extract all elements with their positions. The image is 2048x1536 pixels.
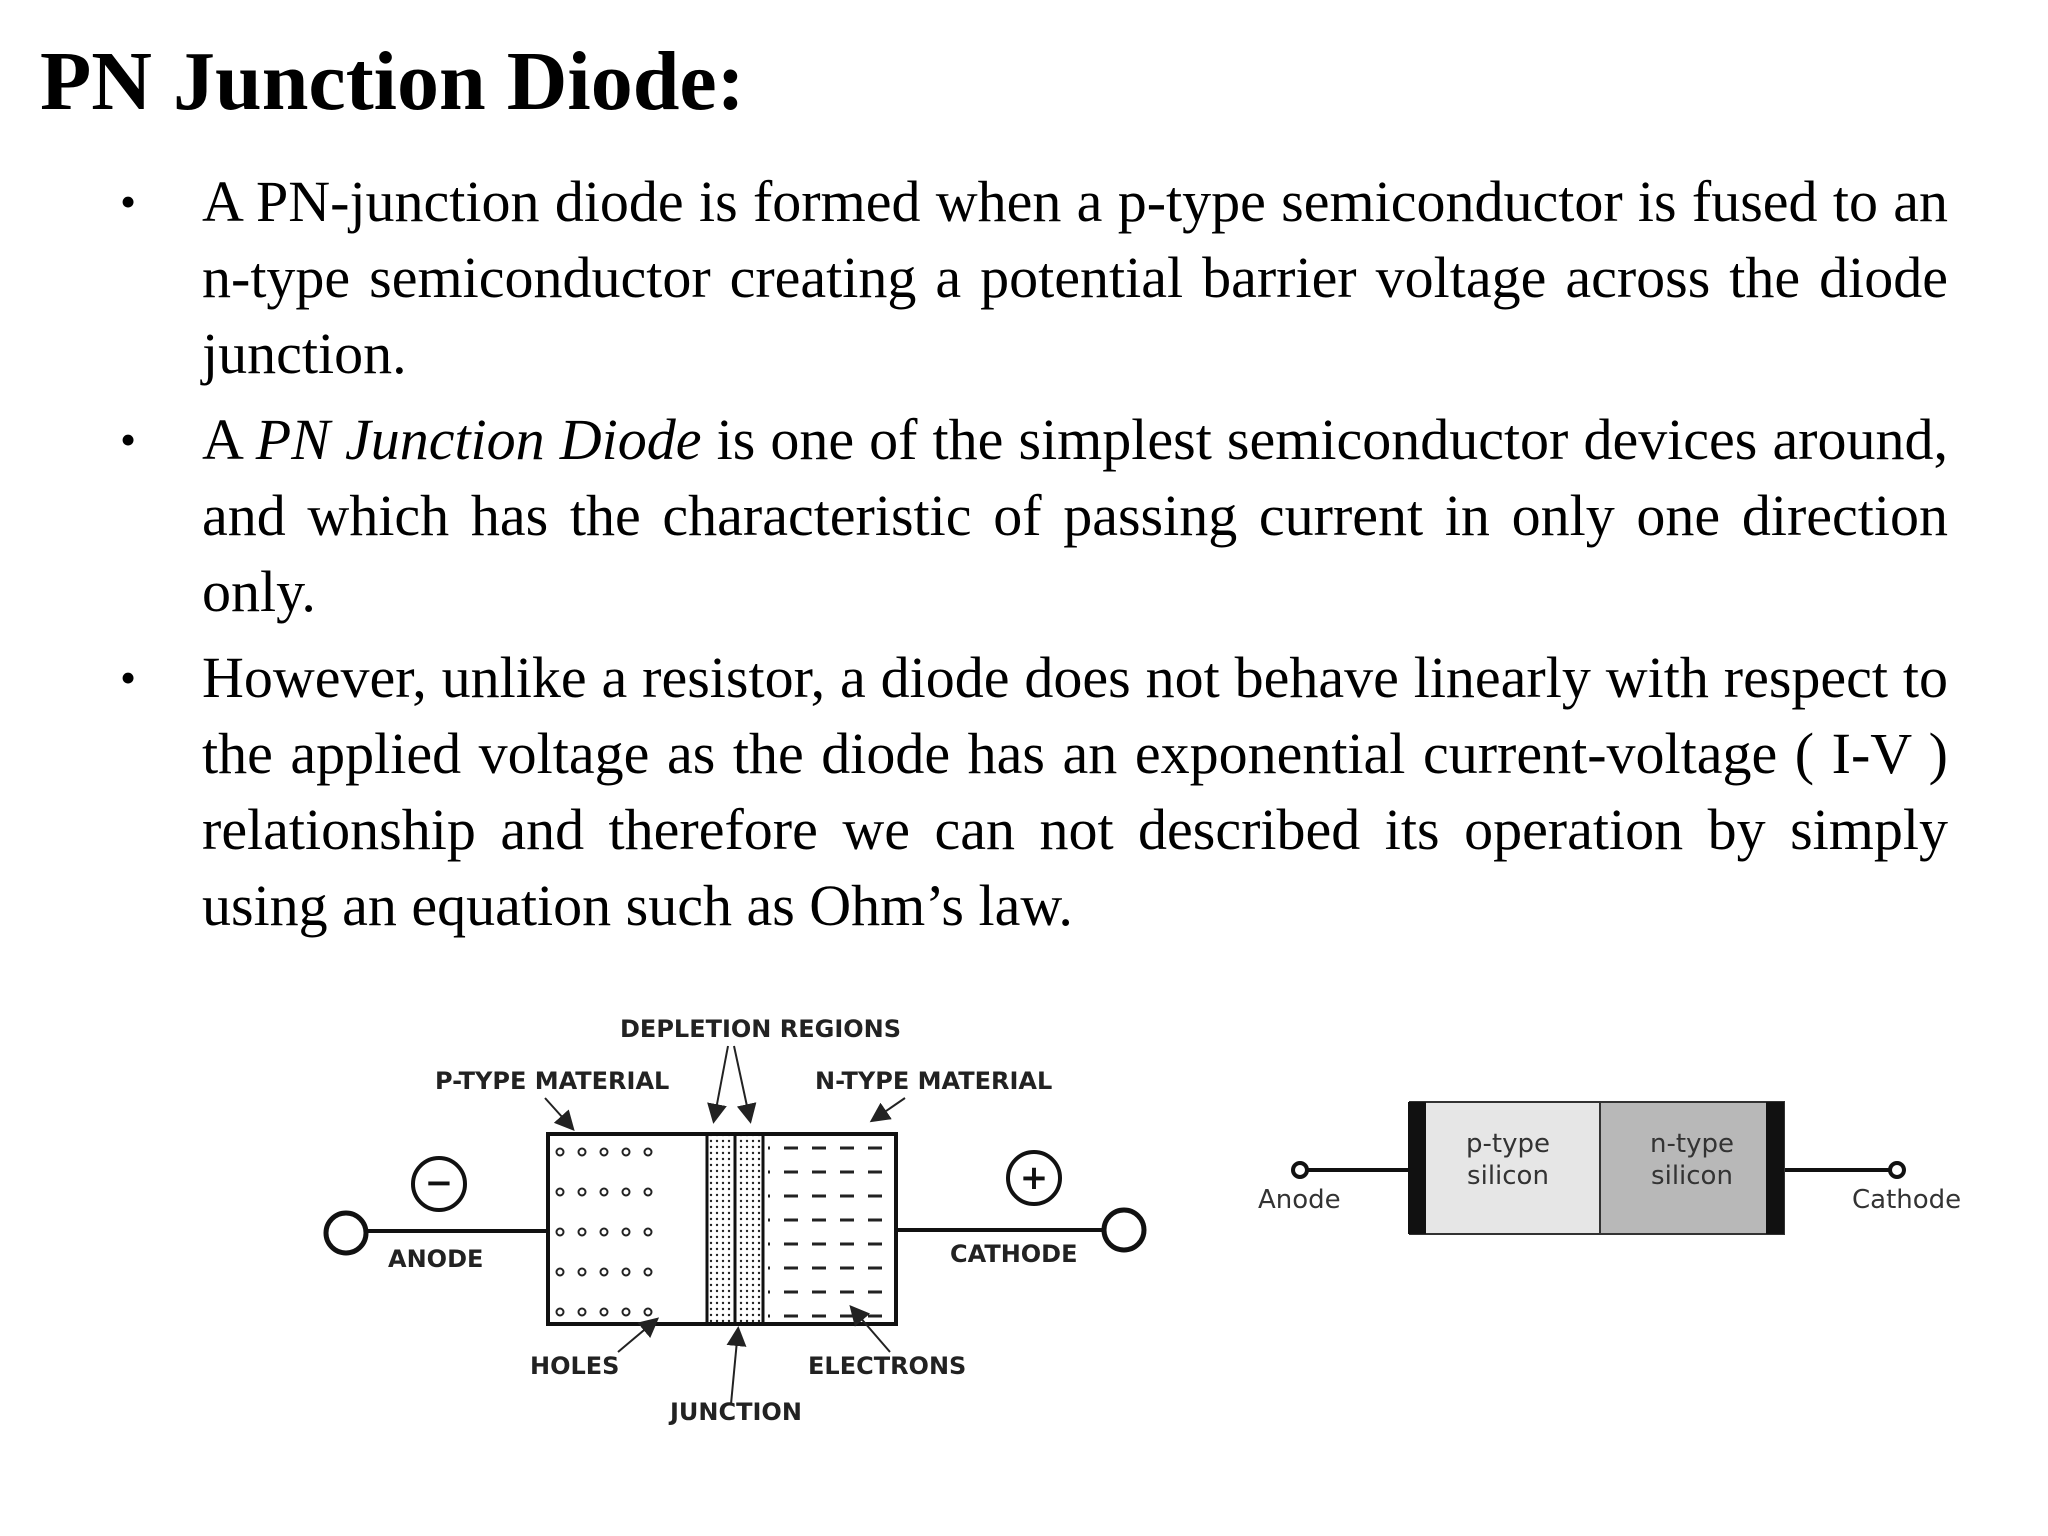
cathode-label: CATHODE	[950, 1240, 1078, 1268]
bullet-text: However, unlike a resistor, a diode does…	[202, 645, 1948, 938]
bullet-text: is one of the simplest semiconductor dev…	[202, 407, 1948, 624]
electrons-label: ELECTRONS	[808, 1352, 966, 1380]
bullet-dot-icon: •	[120, 652, 137, 703]
n-type-material-label: N-TYPE MATERIAL	[815, 1067, 1052, 1095]
anode-label: ANODE	[388, 1245, 483, 1273]
bullet-emphasis: PN Junction Diode	[255, 407, 702, 472]
p-type-material-label: P-TYPE MATERIAL	[435, 1067, 669, 1095]
cathode-terminal	[1888, 1161, 1906, 1179]
holes-pointer	[617, 1317, 660, 1353]
bullet-dot-icon: •	[120, 176, 137, 227]
p-type-region	[548, 1134, 658, 1324]
p-type-silicon-block	[1409, 1101, 1601, 1235]
silicon-label: silicon	[1651, 1161, 1733, 1191]
anode-label: Anode	[1258, 1185, 1341, 1215]
pn-junction-diagram: DEPLETION REGIONS P-TYPE MATERIAL N-TYPE…	[323, 1015, 1147, 1426]
minus-sign-glyph: −	[425, 1163, 454, 1203]
bullet-item: • A PN-junction diode is formed when a p…	[120, 164, 1948, 392]
silicon-label: silicon	[1467, 1161, 1549, 1191]
anode-terminal	[323, 1210, 369, 1256]
plus-sign-icon	[1006, 1150, 1062, 1206]
n-type-region	[768, 1134, 896, 1324]
cathode-label: Cathode	[1852, 1185, 1961, 1215]
plus-sign-glyph: +	[1020, 1158, 1049, 1198]
n-type-label: n-type	[1650, 1129, 1734, 1159]
depletion-pointer-right	[733, 1045, 757, 1124]
p-type-pointer	[544, 1097, 575, 1131]
bullet-item: • A PN Junction Diode is one of the simp…	[120, 402, 1948, 630]
cathode-terminal	[1101, 1207, 1147, 1253]
p-type-label: p-type	[1466, 1129, 1550, 1159]
minus-sign-icon	[411, 1156, 467, 1212]
bullet-dot-icon: •	[120, 414, 137, 465]
bullet-text: A PN-junction diode is formed when a p-t…	[202, 169, 1948, 386]
slide-title: PN Junction Diode:	[40, 35, 745, 128]
n-type-pointer	[869, 1097, 906, 1123]
bullet-text: A	[202, 407, 256, 472]
junction-pointer	[726, 1326, 747, 1405]
electrons-pointer	[849, 1304, 891, 1353]
anode-end-band	[1408, 1102, 1426, 1234]
cathode-end-band	[1766, 1102, 1784, 1234]
junction-label: JUNCTION	[668, 1398, 802, 1426]
holes-label: HOLES	[530, 1352, 619, 1380]
diode-block-diagram: p-type silicon n-type silicon Anode Cath…	[1258, 1101, 1961, 1235]
n-type-silicon-block	[1599, 1101, 1785, 1235]
depletion-pointer-left	[707, 1045, 729, 1124]
bullet-item: • However, unlike a resistor, a diode do…	[120, 640, 1948, 944]
depletion-regions-label: DEPLETION REGIONS	[620, 1015, 901, 1043]
anode-terminal	[1291, 1161, 1309, 1179]
bullet-list: • A PN-junction diode is formed when a p…	[120, 164, 1948, 954]
